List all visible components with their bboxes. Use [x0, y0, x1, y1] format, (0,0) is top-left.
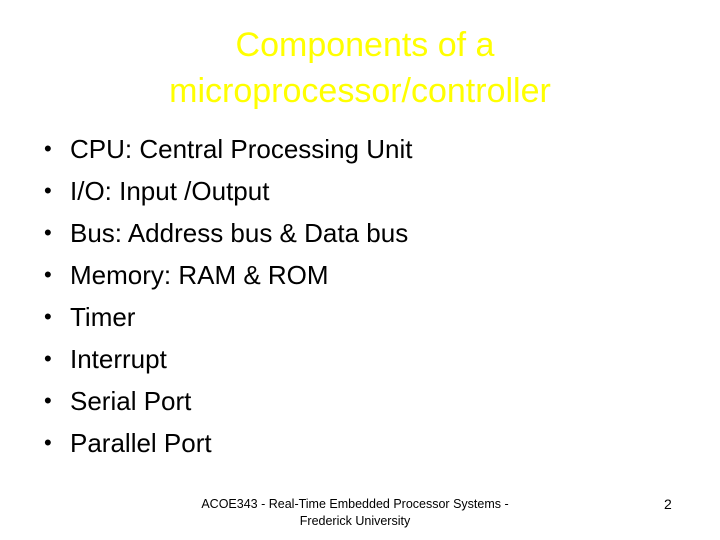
slide-title: Components of a microprocessor/controlle… [0, 22, 720, 114]
bullet-icon: • [44, 178, 52, 203]
list-item: • Interrupt [44, 338, 412, 380]
bullet-icon: • [44, 136, 52, 161]
list-item-text: Serial Port [70, 385, 192, 416]
bullet-icon: • [44, 304, 52, 329]
list-item-text: Bus: Address bus & Data bus [70, 217, 409, 248]
slide-title-line-2: microprocessor/controller [169, 72, 551, 110]
list-item-text: Parallel Port [70, 427, 212, 458]
list-item-text: CPU: Central Processing Unit [70, 133, 413, 164]
list-item-text: Memory: RAM & ROM [70, 259, 329, 290]
list-item-text: I/O: Input /Output [70, 175, 270, 206]
footer-line-1: ACOE343 - Real-Time Embedded Processor S… [201, 497, 509, 511]
list-item: • Parallel Port [44, 422, 412, 464]
list-item: • Bus: Address bus & Data bus [44, 212, 412, 254]
list-item-text: Interrupt [70, 343, 167, 374]
footer-line-2: Frederick University [299, 514, 411, 528]
bullet-icon: • [44, 220, 52, 245]
list-item: • Memory: RAM & ROM [44, 254, 412, 296]
bullet-icon: • [44, 346, 52, 371]
bullet-icon: • [44, 430, 52, 455]
list-item: • I/O: Input /Output [44, 170, 412, 212]
slide-title-line-1: Components of a [235, 26, 495, 64]
slide-footer: ACOE343 - Real-Time Embedded Processor S… [160, 496, 550, 530]
bullet-icon: • [44, 262, 52, 287]
list-item: • Timer [44, 296, 412, 338]
list-item-text: Timer [70, 301, 136, 332]
bullet-list: • CPU: Central Processing Unit • I/O: In… [44, 128, 412, 464]
list-item: • Serial Port [44, 380, 412, 422]
bullet-icon: • [44, 388, 52, 413]
list-item: • CPU: Central Processing Unit [44, 128, 412, 170]
page-number: 2 [664, 496, 672, 512]
